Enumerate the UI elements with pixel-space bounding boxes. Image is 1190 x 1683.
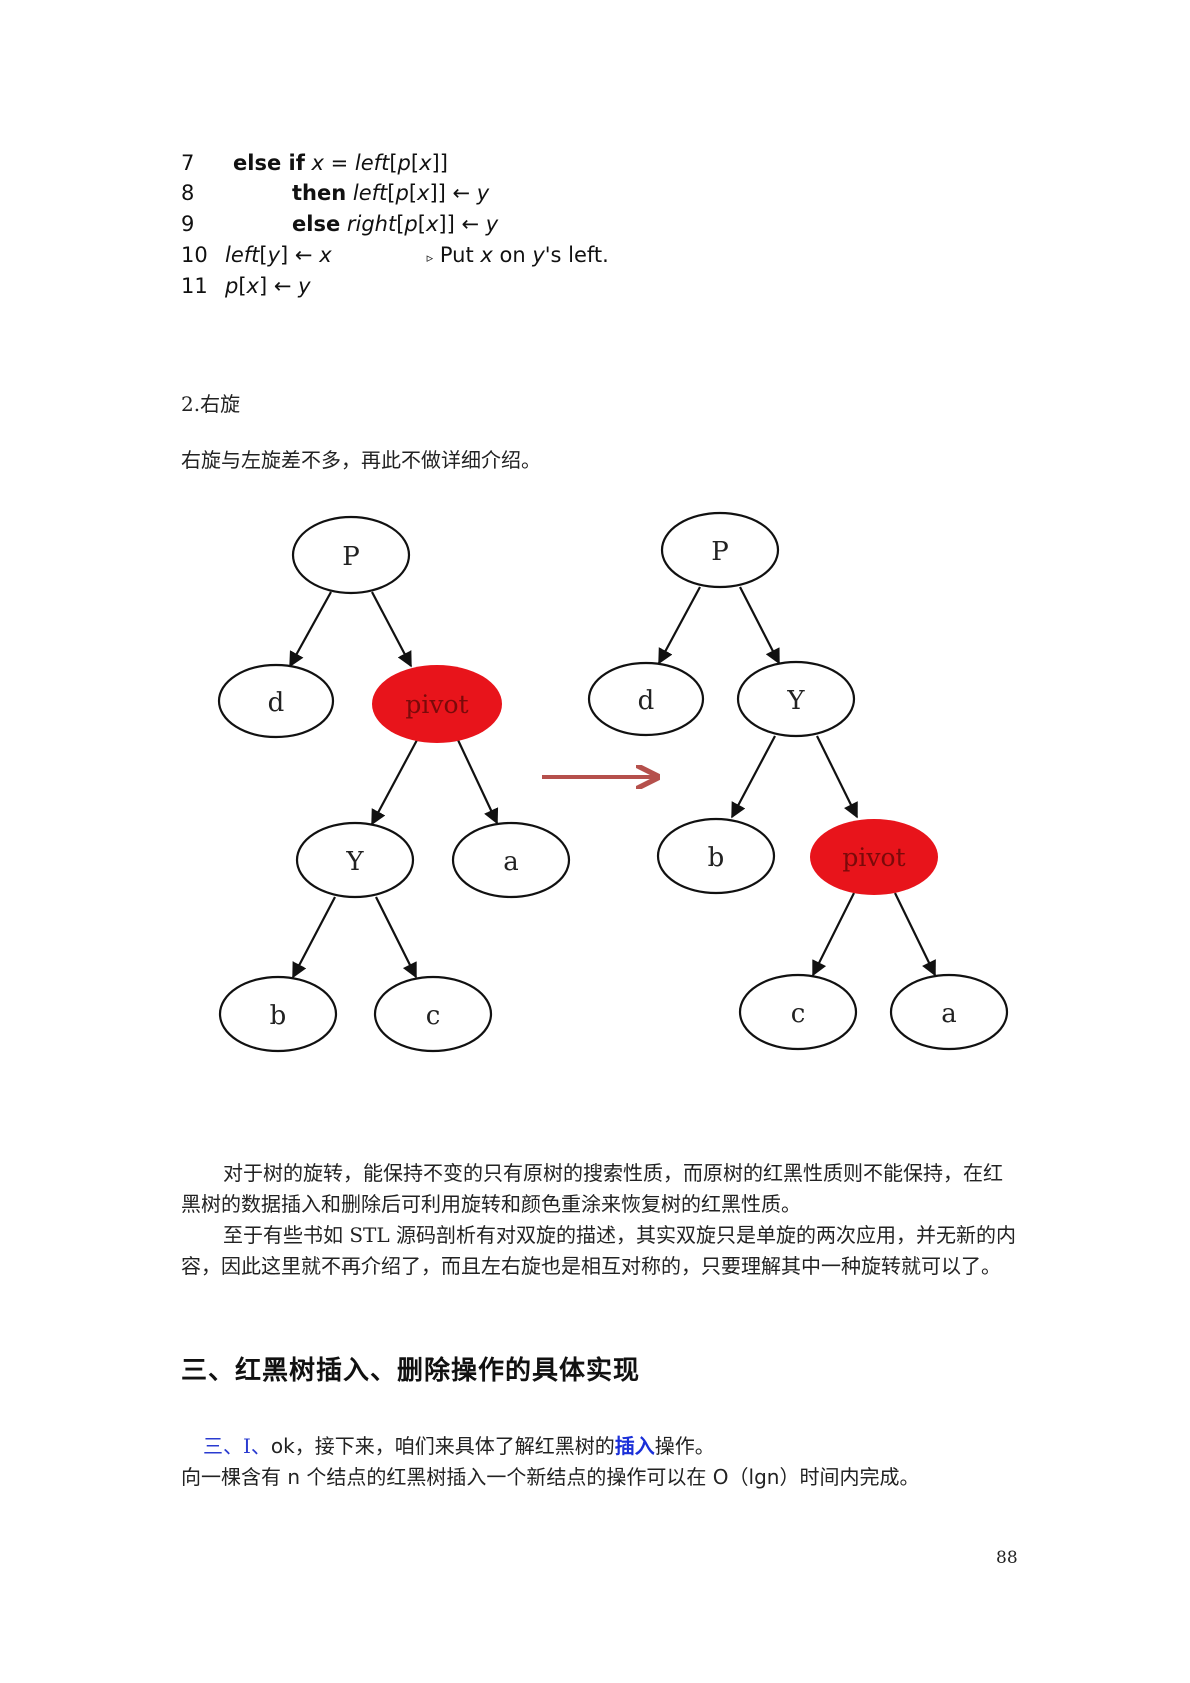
node-right-root: P: [660, 511, 780, 589]
svg-text:pivot: pivot: [405, 690, 468, 719]
edge-right-y-b: [731, 735, 776, 819]
paragraph-double-rotation: 至于有些书如 STL 源码剖析有对双旋的描述，其实双旋只是单旋的两次应用，并无新…: [181, 1223, 1017, 1278]
svg-text:c: c: [791, 999, 806, 1029]
svg-text:d: d: [638, 686, 655, 716]
edge-left-y-b: [292, 896, 336, 979]
node-right-y: Y: [736, 660, 856, 738]
right-rotation-diagram: P d pivot Y a b c: [217, 511, 1009, 1053]
svg-text:Y: Y: [786, 686, 805, 716]
edge-right-p-y: [739, 586, 780, 665]
insert-link[interactable]: 插入: [614, 1434, 655, 1458]
node-right-a: a: [889, 973, 1009, 1051]
node-left-b: b: [218, 975, 338, 1053]
edge-left-p-pivot: [371, 591, 412, 668]
edge-right-p-d: [658, 586, 701, 665]
section-description: 右旋与左旋差不多，再此不做详细介绍。: [181, 448, 541, 472]
svg-text:P: P: [342, 542, 360, 572]
paragraph-rotation-properties: 对于树的旋转，能保持不变的只有原树的搜索性质，而原树的红黑性质则不能保持，在红黑…: [181, 1161, 1003, 1216]
node-right-pivot: pivot: [810, 819, 938, 895]
svg-text:pivot: pivot: [842, 843, 905, 872]
edge-left-pivot-y: [371, 739, 418, 826]
svg-text:a: a: [503, 847, 519, 877]
edge-right-pivot-a: [894, 892, 936, 977]
svg-text:P: P: [711, 537, 729, 567]
page-number: 88: [996, 1548, 1018, 1568]
node-right-b: b: [656, 817, 776, 895]
insert-intro-line: 三、I、ok，接下来，咱们来具体了解红黑树的插入操作。: [203, 1434, 715, 1458]
section-title: 2.右旋: [181, 392, 241, 416]
svg-text:d: d: [268, 688, 285, 718]
edge-left-y-c: [375, 896, 417, 979]
chapter-heading: 三、红黑树插入、删除操作的具体实现: [181, 1356, 641, 1386]
node-right-d: d: [587, 661, 705, 737]
svg-text:b: b: [708, 843, 725, 873]
edge-left-pivot-a: [457, 739, 499, 825]
edge-right-y-pivot: [816, 735, 858, 819]
svg-text:Y: Y: [345, 847, 364, 877]
node-left-pivot: pivot: [372, 665, 502, 743]
edge-left-p-d: [289, 591, 332, 668]
svg-text:a: a: [941, 999, 957, 1029]
node-right-c: c: [738, 973, 858, 1051]
svg-text:b: b: [270, 1001, 287, 1031]
svg-text:c: c: [426, 1001, 441, 1031]
node-left-root: P: [291, 515, 411, 595]
node-left-a: a: [451, 821, 571, 899]
node-left-d: d: [217, 663, 335, 739]
node-left-c: c: [373, 975, 493, 1053]
insert-complexity-line: 向一棵含有 n 个结点的红黑树插入一个新结点的操作可以在 O（lgn）时间内完成…: [181, 1465, 920, 1489]
comment-triangle-icon: ▹: [426, 251, 434, 266]
edge-right-pivot-c: [812, 892, 855, 977]
node-left-y: Y: [295, 821, 415, 899]
